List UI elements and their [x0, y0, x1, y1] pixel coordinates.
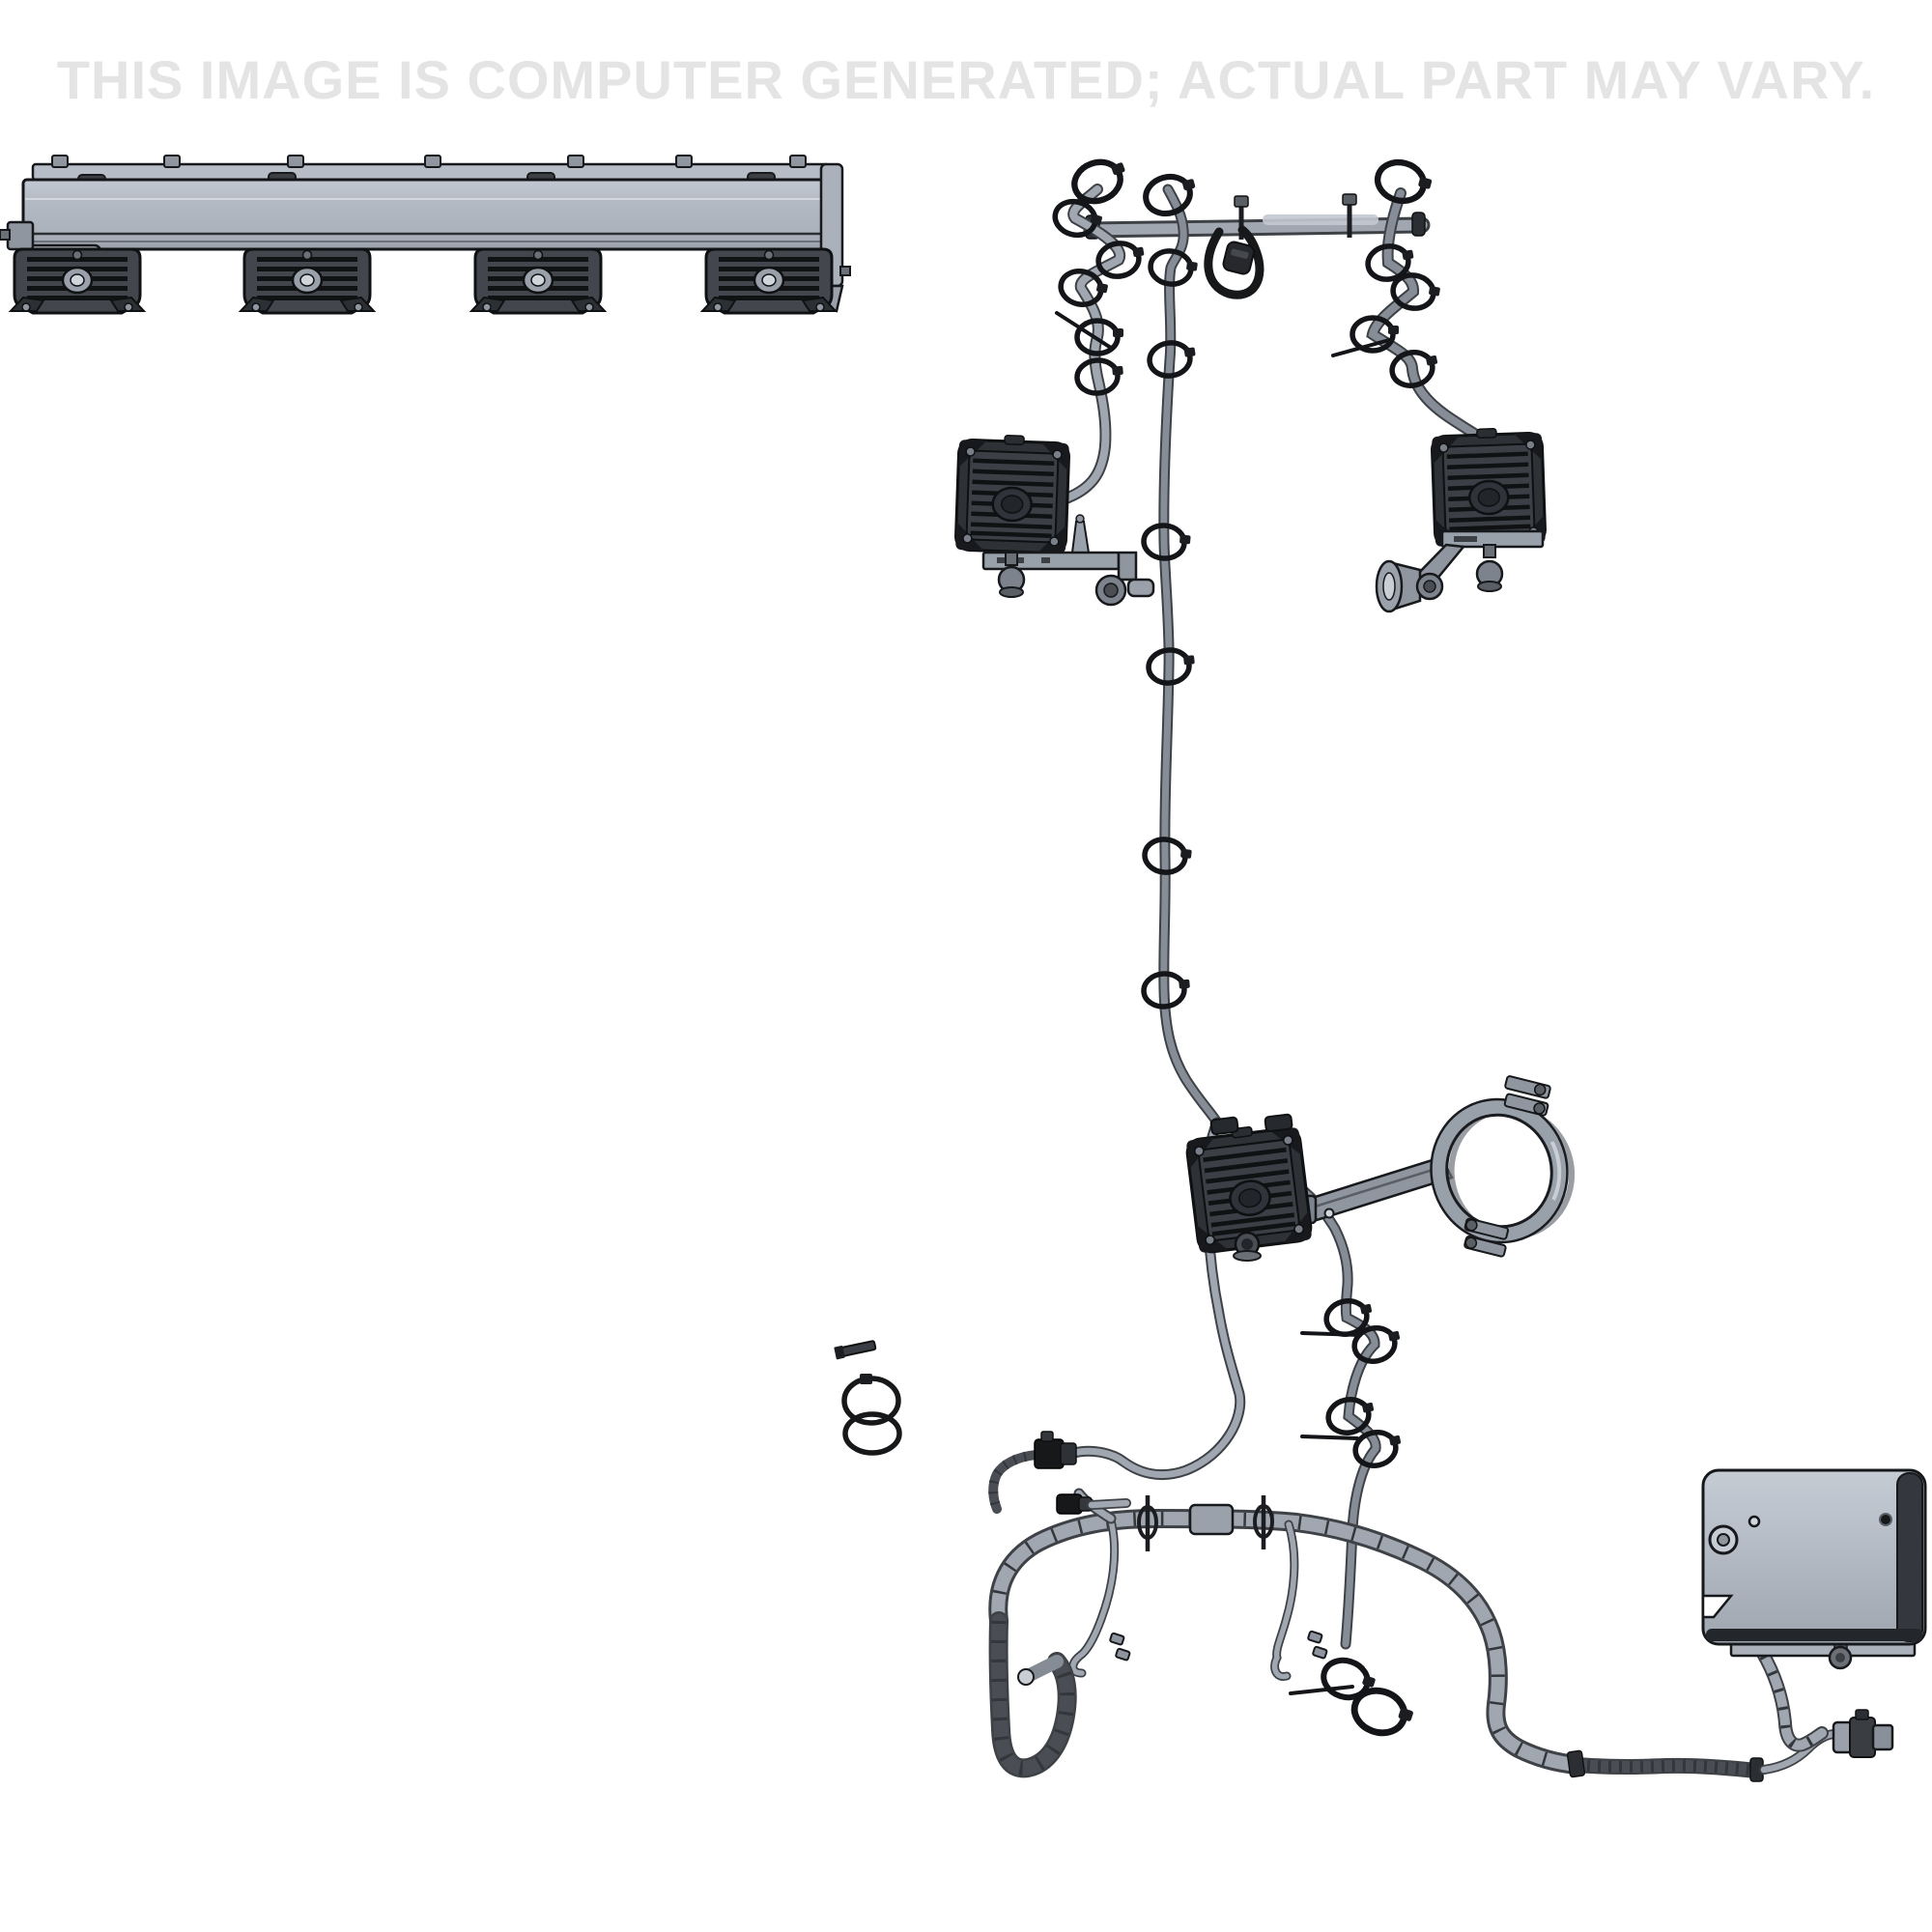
box-screw: [1879, 1513, 1892, 1526]
loose-parts: [834, 1340, 902, 1456]
bar-left-end-bracket: [0, 220, 35, 251]
pole-clamp: [1430, 1075, 1576, 1258]
light-bar-assembly: [0, 155, 851, 315]
lamp-module: [700, 247, 838, 315]
box-hole: [1747, 1515, 1761, 1528]
inline-connector-lower: [1056, 1493, 1131, 1515]
zip-tie-head: [860, 1374, 872, 1384]
clamp-bolt-flange-bottom: [1463, 1217, 1510, 1258]
zip-tie-loops: [1051, 154, 1441, 1742]
lamp-module: [469, 247, 607, 315]
lamp-module: [9, 247, 146, 315]
ring-terminal-lead: [1068, 1516, 1131, 1678]
clamp-bolt-flange-top: [1503, 1075, 1551, 1117]
strap-clip: [1204, 225, 1264, 299]
ring-terminal-lead: [1270, 1520, 1328, 1681]
box-cable-notch: [1701, 1594, 1734, 1619]
bar-body: [21, 178, 837, 251]
end-connector-plug: [1832, 1709, 1894, 1758]
harness-trunk: [988, 1431, 1586, 1778]
work-light-left: [953, 432, 1155, 607]
watermark-text: THIS IMAGE IS COMPUTER GENERATED; ACTUAL…: [57, 49, 1875, 110]
corrugated-loom: [988, 1611, 1077, 1778]
lamp-module: [239, 247, 376, 315]
trunk-sleeve: [1188, 1503, 1235, 1536]
trunk-loom: [991, 1511, 1583, 1772]
work-light-right: [1375, 425, 1548, 613]
wiring-harness: [953, 154, 1894, 1782]
control-box: [1701, 1468, 1927, 1752]
rail-clamp-tabs: [51, 155, 807, 168]
mounting-tube: [1083, 193, 1431, 240]
trunk-clamp-tie: [1137, 1495, 1158, 1551]
tube-standoff-bolt: [1342, 193, 1357, 238]
box-body: [1701, 1468, 1927, 1646]
spare-zip-tie: [842, 1411, 902, 1456]
trunk-clamp-tie: [1253, 1495, 1274, 1549]
inline-connector-upper: [988, 1431, 1077, 1514]
clamp-light-assembly: [1183, 1075, 1576, 1262]
